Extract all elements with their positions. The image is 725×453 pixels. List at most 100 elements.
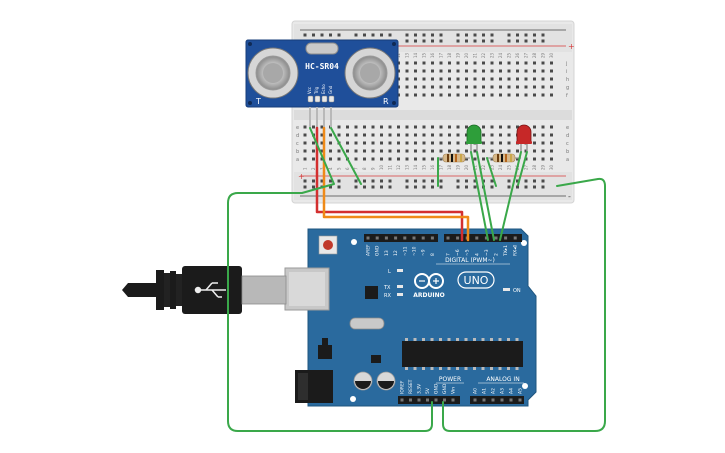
terminal-hole[interactable] [312, 149, 315, 153]
power-pin-hole[interactable] [409, 398, 412, 402]
terminal-hole[interactable] [431, 157, 434, 161]
rail-hole[interactable] [388, 185, 392, 189]
rail-hole[interactable] [524, 39, 528, 43]
terminal-hole[interactable] [533, 141, 536, 145]
rail-hole[interactable] [516, 39, 519, 43]
terminal-hole[interactable] [499, 61, 502, 65]
rail-hole[interactable] [405, 39, 409, 43]
terminal-hole[interactable] [550, 157, 553, 161]
terminal-hole[interactable] [448, 85, 451, 89]
rail-hole[interactable] [541, 39, 545, 43]
terminal-hole[interactable] [507, 93, 511, 97]
rail-hole[interactable] [405, 179, 409, 183]
rail-hole[interactable] [303, 185, 307, 189]
terminal-hole[interactable] [388, 141, 392, 145]
terminal-hole[interactable] [490, 61, 494, 65]
terminal-hole[interactable] [516, 69, 519, 73]
terminal-hole[interactable] [507, 141, 511, 145]
rail-hole[interactable] [465, 33, 468, 37]
terminal-hole[interactable] [414, 93, 417, 97]
terminal-hole[interactable] [414, 157, 417, 161]
digital-pin-hole[interactable] [394, 236, 398, 240]
terminal-hole[interactable] [363, 141, 366, 145]
green-led[interactable] [466, 124, 482, 152]
terminal-hole[interactable] [354, 149, 358, 153]
terminal-hole[interactable] [465, 93, 468, 97]
rail-hole[interactable] [371, 185, 375, 189]
terminal-hole[interactable] [363, 125, 366, 129]
rail-hole[interactable] [329, 185, 332, 189]
terminal-hole[interactable] [499, 77, 502, 81]
terminal-hole[interactable] [439, 93, 443, 97]
rail-hole[interactable] [473, 33, 477, 37]
terminal-hole[interactable] [312, 157, 315, 161]
terminal-hole[interactable] [507, 85, 511, 89]
terminal-hole[interactable] [524, 77, 528, 81]
terminal-hole[interactable] [541, 77, 545, 81]
terminal-hole[interactable] [422, 77, 426, 81]
rail-hole[interactable] [524, 185, 528, 189]
rail-hole[interactable] [414, 39, 417, 43]
rail-hole[interactable] [371, 179, 375, 183]
rail-hole[interactable] [303, 33, 307, 37]
terminal-hole[interactable] [414, 133, 417, 137]
rail-hole[interactable] [439, 33, 443, 37]
digital-pin-hole[interactable] [412, 236, 416, 240]
terminal-hole[interactable] [550, 133, 553, 137]
rail-hole[interactable] [533, 185, 536, 189]
rail-hole[interactable] [456, 185, 460, 189]
rail-hole[interactable] [473, 185, 477, 189]
terminal-hole[interactable] [541, 85, 545, 89]
terminal-hole[interactable] [405, 61, 409, 65]
terminal-hole[interactable] [439, 149, 443, 153]
terminal-hole[interactable] [541, 149, 545, 153]
terminal-hole[interactable] [431, 141, 434, 145]
terminal-hole[interactable] [516, 85, 519, 89]
terminal-hole[interactable] [507, 61, 511, 65]
terminal-hole[interactable] [431, 77, 434, 81]
rail-hole[interactable] [507, 179, 511, 183]
terminal-hole[interactable] [465, 157, 468, 161]
terminal-hole[interactable] [516, 125, 519, 129]
terminal-hole[interactable] [422, 141, 426, 145]
terminal-hole[interactable] [473, 85, 477, 89]
rail-hole[interactable] [354, 179, 358, 183]
terminal-hole[interactable] [499, 125, 502, 129]
rail-hole[interactable] [380, 33, 383, 37]
rail-hole[interactable] [490, 39, 494, 43]
terminal-hole[interactable] [439, 61, 443, 65]
terminal-hole[interactable] [337, 125, 341, 129]
rail-hole[interactable] [422, 179, 426, 183]
terminal-hole[interactable] [465, 149, 468, 153]
terminal-hole[interactable] [533, 61, 536, 65]
red-led[interactable] [516, 124, 532, 152]
terminal-hole[interactable] [541, 125, 545, 129]
rail-hole[interactable] [473, 39, 477, 43]
rail-hole[interactable] [312, 185, 315, 189]
terminal-hole[interactable] [363, 157, 366, 161]
power-pin-hole[interactable] [417, 398, 421, 402]
terminal-hole[interactable] [456, 133, 460, 137]
terminal-hole[interactable] [320, 149, 324, 153]
terminal-hole[interactable] [388, 125, 392, 129]
terminal-hole[interactable] [448, 125, 451, 129]
terminal-hole[interactable] [312, 141, 315, 145]
digital-pin-hole[interactable] [430, 236, 434, 240]
rail-hole[interactable] [439, 185, 443, 189]
terminal-hole[interactable] [482, 61, 485, 65]
terminal-hole[interactable] [456, 125, 460, 129]
terminal-hole[interactable] [431, 125, 434, 129]
terminal-hole[interactable] [414, 125, 417, 129]
dc-power-jack[interactable] [295, 370, 333, 403]
terminal-hole[interactable] [456, 69, 460, 73]
terminal-hole[interactable] [499, 93, 502, 97]
terminal-hole[interactable] [371, 141, 375, 145]
terminal-hole[interactable] [346, 141, 349, 145]
terminal-hole[interactable] [456, 149, 460, 153]
terminal-hole[interactable] [405, 149, 409, 153]
digital-pin-hole[interactable] [446, 236, 450, 240]
terminal-hole[interactable] [465, 61, 468, 65]
terminal-hole[interactable] [473, 93, 477, 97]
rail-hole[interactable] [422, 33, 426, 37]
terminal-hole[interactable] [405, 133, 409, 137]
